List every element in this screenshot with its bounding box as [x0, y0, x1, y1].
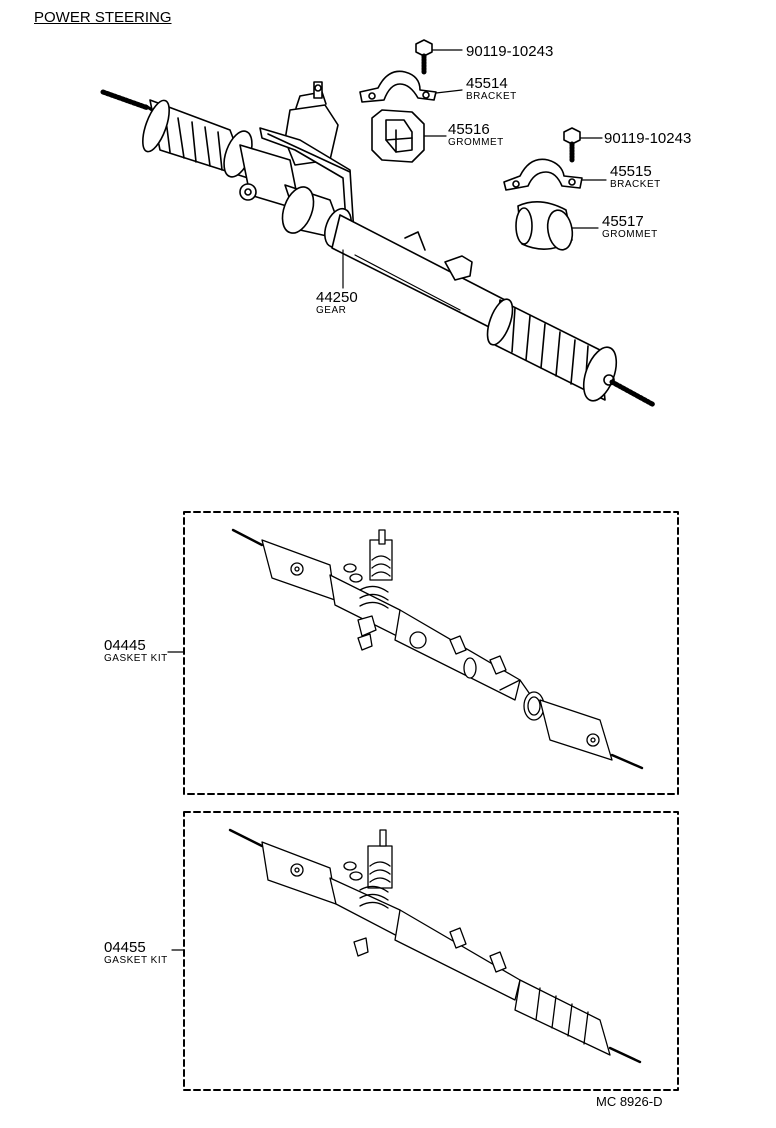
bracket-45515 [503, 158, 607, 191]
part-name: BRACKET [466, 91, 517, 102]
bolt-1 [415, 39, 463, 75]
kit-number: 04455 [104, 939, 146, 956]
gasket-kit-04445-illustration [231, 528, 644, 770]
gasket-kit-04455-box [183, 811, 679, 1091]
part-number: 90119-10243 [604, 130, 692, 147]
part-name: BRACKET [610, 179, 661, 190]
part-label-44250: 44250 GEAR [316, 290, 358, 316]
kit-name: GASKET KIT [104, 653, 168, 664]
part-label-45516: 45516 GROMMET [448, 122, 504, 148]
grommet-45517 [515, 201, 599, 251]
part-label-45515: 45515 BRACKET [610, 164, 661, 190]
kit-label-04445: 04445 GASKET KIT [104, 638, 168, 664]
bolt-2 [563, 127, 603, 163]
grommet-45516 [371, 109, 447, 163]
gasket-kit-04445-box [183, 511, 679, 795]
steering-gear-illustration [100, 81, 657, 408]
bracket-45514 [359, 70, 463, 103]
part-number: 44250 [316, 289, 358, 306]
part-number: 45516 [448, 121, 490, 138]
drawing-code: MC 8926-D [596, 1094, 663, 1109]
kit-name: GASKET KIT [104, 955, 168, 966]
part-label-90119-10243-b: 90119-10243 [604, 131, 691, 146]
part-name: GROMMET [448, 137, 504, 148]
part-name: GROMMET [602, 229, 658, 240]
part-number: 45515 [610, 163, 652, 180]
part-number: 45514 [466, 75, 508, 92]
gasket-kit-04455-illustration [228, 828, 642, 1064]
kit-number: 04445 [104, 637, 146, 654]
part-label-45517: 45517 GROMMET [602, 214, 658, 240]
part-label-90119-10243-a: 90119-10243 [466, 44, 553, 59]
part-number: 90119-10243 [466, 43, 554, 60]
kit-label-04455: 04455 GASKET KIT [104, 940, 168, 966]
part-label-45514: 45514 BRACKET [466, 76, 517, 102]
page-title: POWER STEERING [34, 9, 172, 26]
part-number: 45517 [602, 213, 644, 230]
part-name: GEAR [316, 305, 347, 316]
